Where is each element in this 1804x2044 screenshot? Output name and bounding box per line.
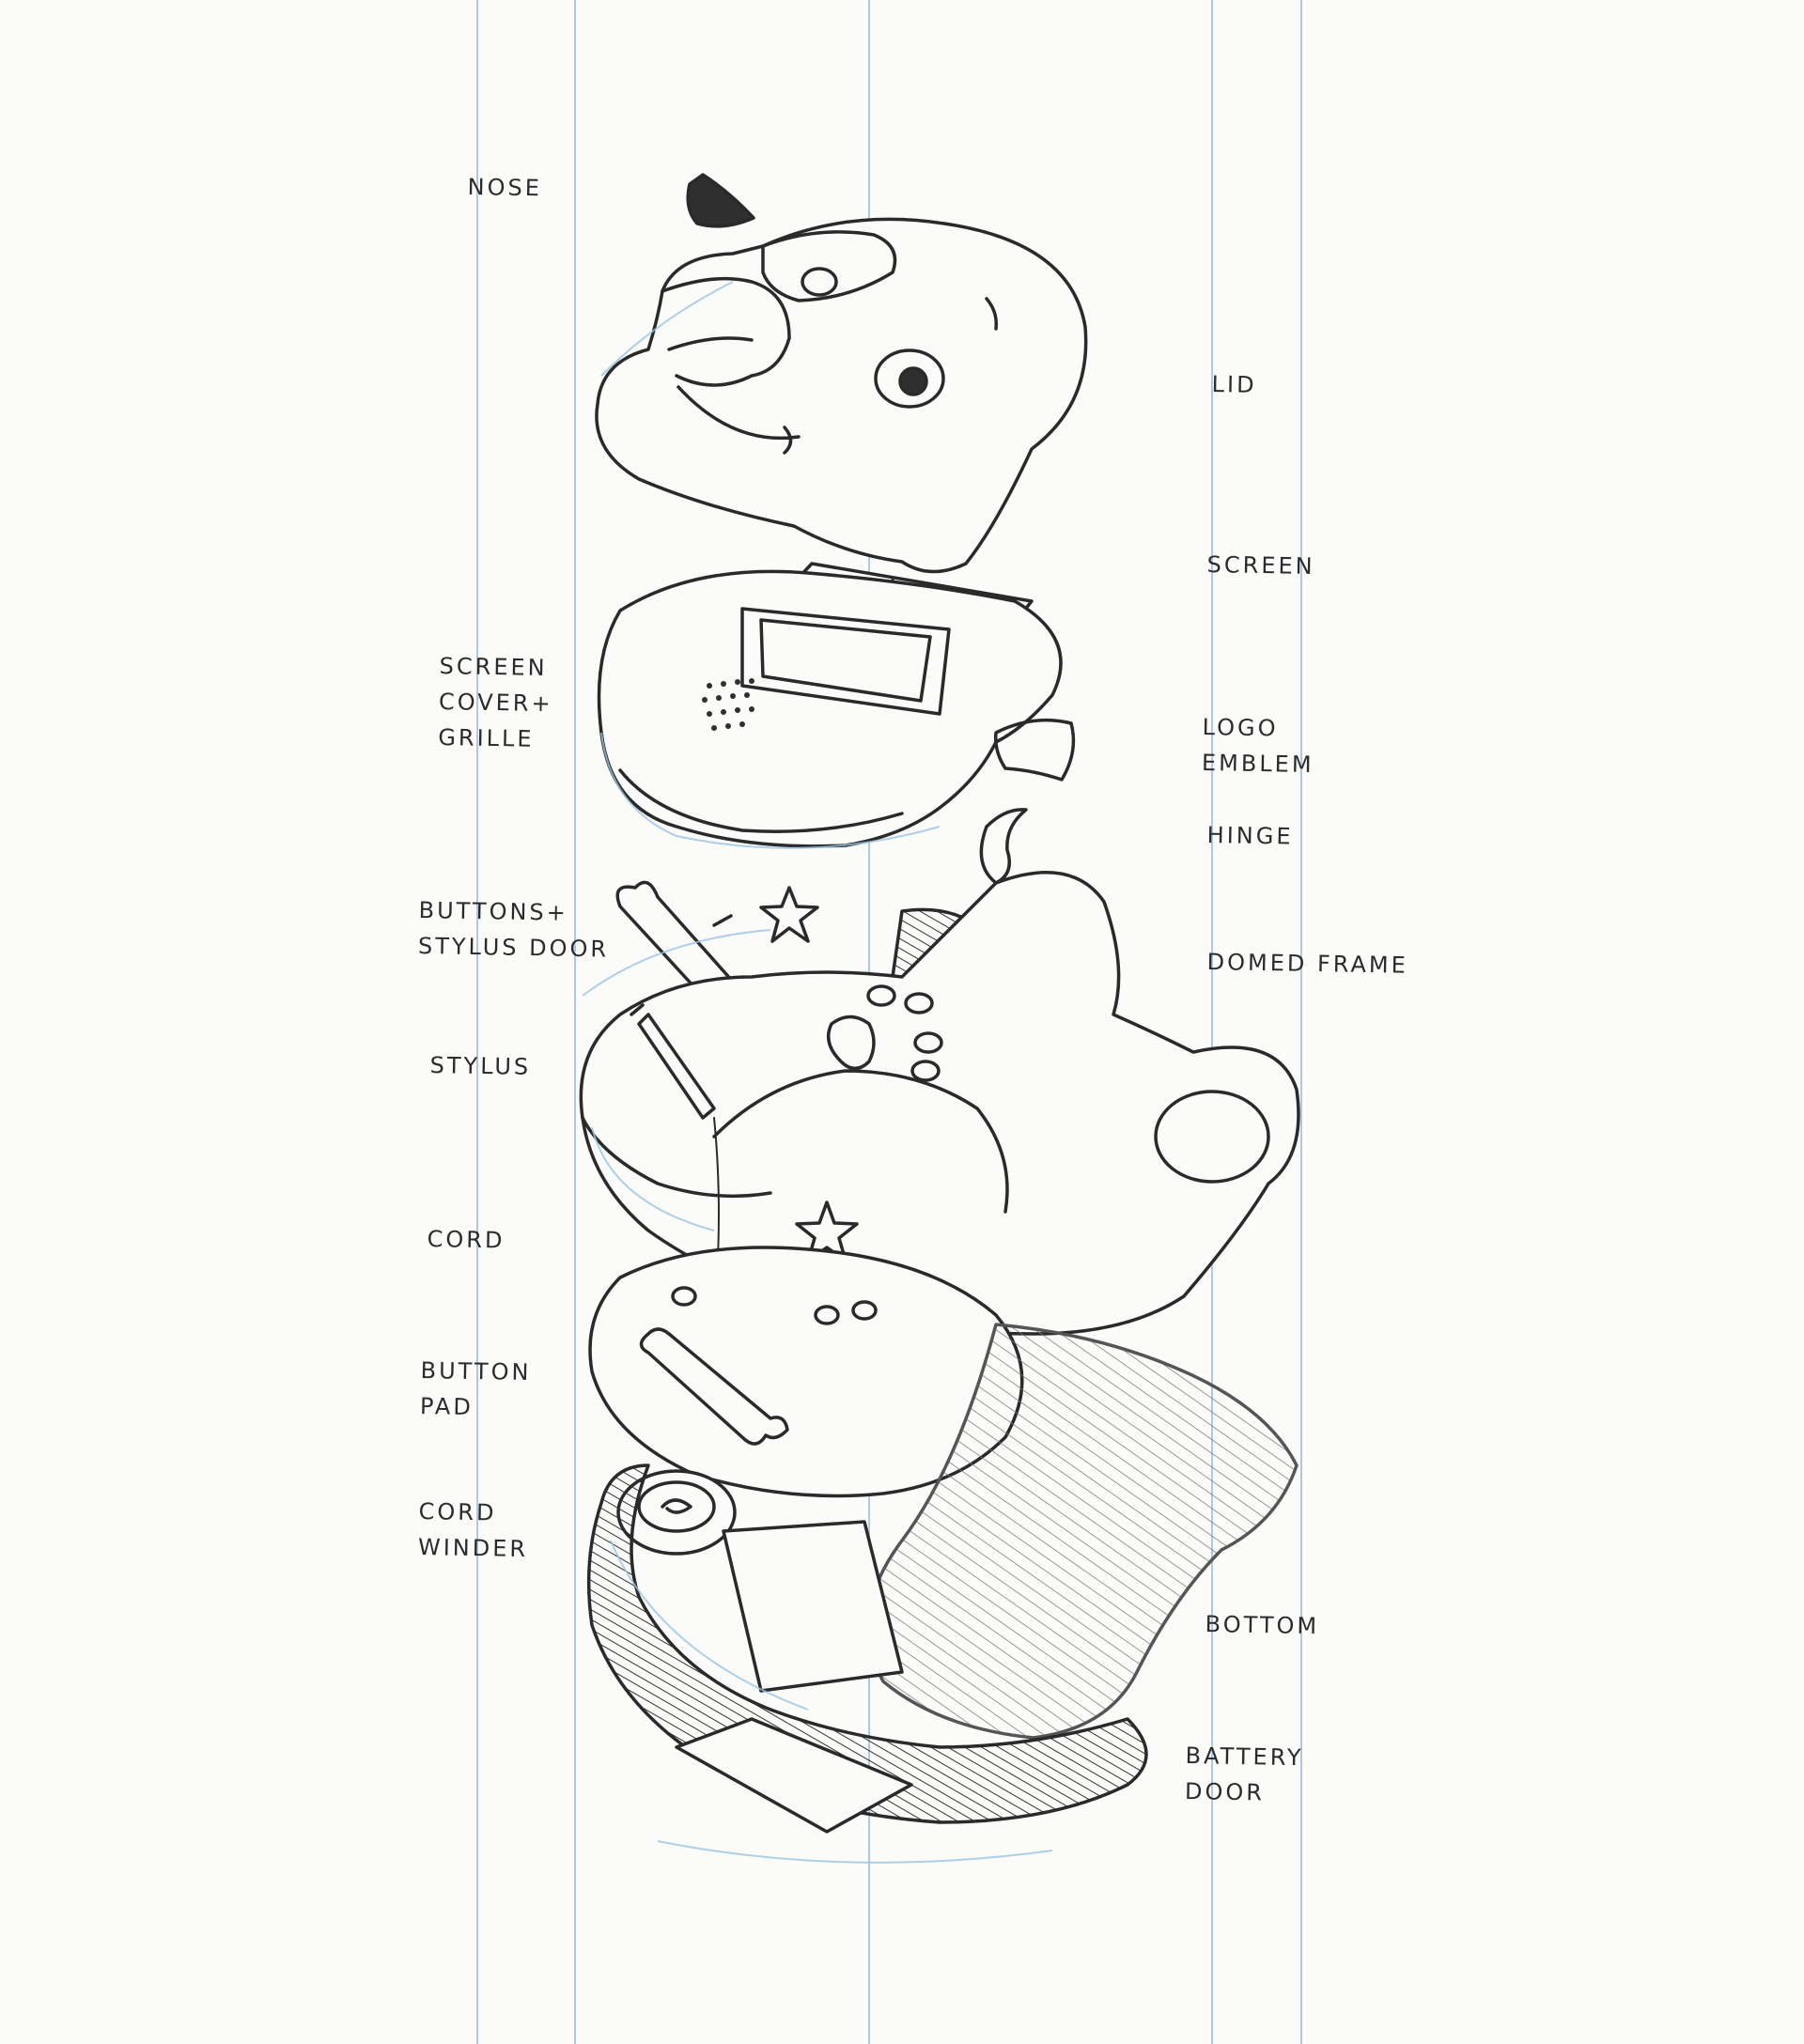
label-battery-door: BATTERY DOOR (1185, 1738, 1304, 1811)
logo-emblem-part (996, 720, 1074, 780)
label-logo-emblem: LOGO EMBLEM (1202, 709, 1315, 782)
label-nose: NOSE (467, 169, 542, 206)
label-lid: LID (1211, 366, 1257, 403)
label-screen: SCREEN (1206, 547, 1315, 584)
label-button-pad: BUTTON PAD (420, 1353, 532, 1426)
label-cord-winder: CORD WINDER (418, 1494, 529, 1567)
label-hinge: HINGE (1206, 817, 1293, 855)
lid-part (597, 219, 1086, 571)
label-cord: CORD (427, 1221, 505, 1258)
hinge-part (981, 810, 1026, 883)
label-buttons-stylus-door: BUTTONS+ STYLUS DOOR (418, 892, 610, 968)
label-screen-cover-grille: SCREEN COVER+ GRILLE (438, 648, 554, 757)
label-domed-frame: DOMED FRAME (1206, 944, 1408, 983)
nose-part (688, 175, 754, 226)
label-stylus: STYLUS (429, 1047, 531, 1085)
label-bottom: BOTTOM (1205, 1606, 1319, 1644)
screen-cover-part (599, 571, 1062, 846)
